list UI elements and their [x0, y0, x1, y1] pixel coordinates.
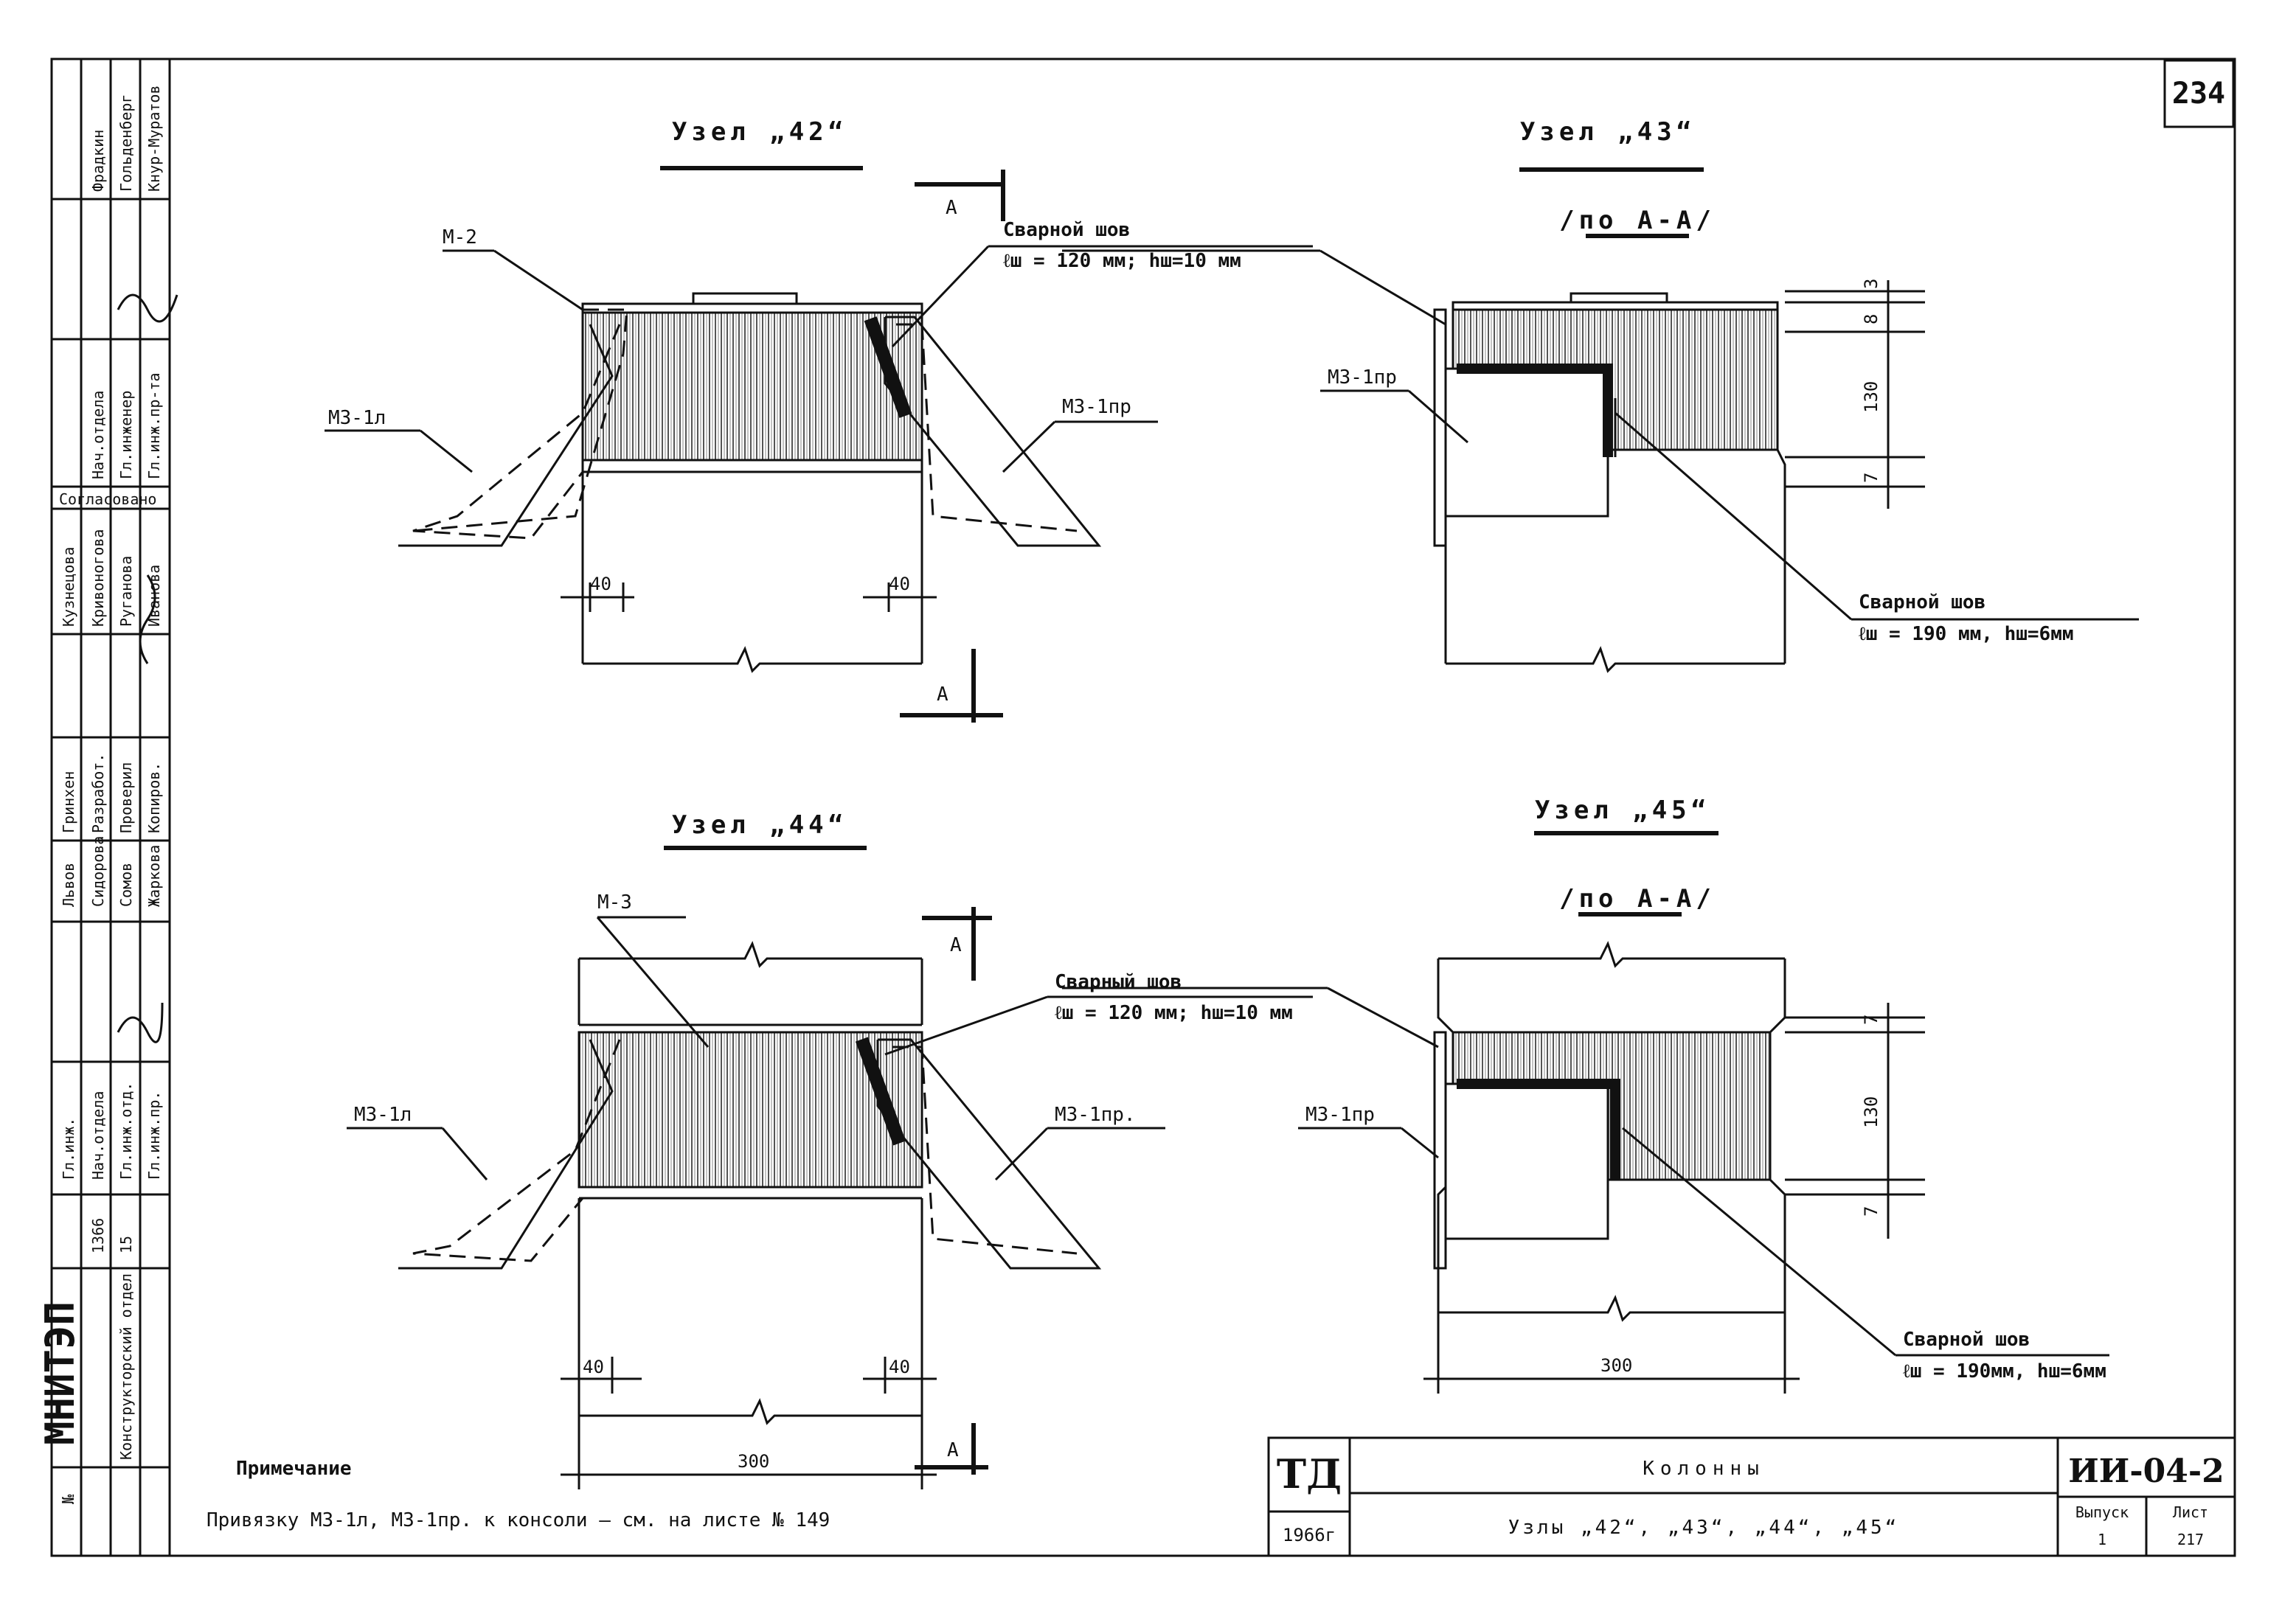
- node-44-section-top: А: [950, 934, 962, 956]
- svg-text:Гл.инж.пр.: Гл.инж.пр.: [145, 1091, 163, 1180]
- title-block-subject: Узлы „42“, „43“, „44“, „45“: [1508, 1517, 1900, 1539]
- svg-text:Львов: Львов: [60, 863, 77, 907]
- node-43-dim-3: 7: [1861, 473, 1881, 483]
- node-42-dim-right: 40: [889, 574, 910, 594]
- svg-text:Кузнецова: Кузнецова: [60, 547, 77, 627]
- title-block: ТД 1966г Колонны Узлы „42“, „43“, „44“, …: [1267, 1436, 2236, 1557]
- sheet-frame: [50, 58, 2236, 1557]
- approval-stamp: № МНИТЭП Конструкторский отдел 1366 15 Н…: [37, 59, 178, 1556]
- node-44-dim-right: 40: [889, 1357, 910, 1377]
- node-42-section-bottom: А: [937, 684, 948, 706]
- stamp-row-number: №: [60, 1495, 78, 1505]
- svg-text:15: 15: [117, 1236, 135, 1253]
- svg-text:Гл.инж.пр-та: Гл.инж.пр-та: [145, 373, 163, 480]
- note-text: Привязку М3-1л, М3-1пр. к консоли — см. …: [207, 1509, 830, 1531]
- title-block-logo: ТД: [1277, 1450, 1342, 1498]
- node-44-weld-spec: ℓш = 120 мм; hш=10 мм: [1055, 1002, 1293, 1024]
- svg-text:Сомов: Сомов: [117, 863, 135, 907]
- node-45-weld-title: Сварной шов: [1903, 1329, 2030, 1351]
- stamp-dept: Конструкторский отдел: [117, 1273, 135, 1460]
- node-42-section-top: А: [946, 197, 957, 219]
- svg-text:Нач.отдела: Нач.отдела: [89, 391, 107, 479]
- svg-text:Кнур-Муратов: Кнур-Муратов: [145, 86, 163, 192]
- signature-mark: [139, 574, 156, 664]
- title-block-issue-label: Выпуск: [2075, 1503, 2129, 1521]
- node-45-title: Узел „45“: [1535, 796, 1710, 825]
- node-42-weld-spec: ℓш = 120 мм; hш=10 мм: [1003, 250, 1241, 272]
- node-42-label-m31l: М3-1л: [328, 407, 386, 429]
- node-45-dim-width: 300: [1600, 1355, 1632, 1376]
- node-44-label-m3: М-3: [597, 891, 632, 914]
- signature-mark: [117, 1002, 164, 1043]
- title-block-sheet: 217: [2177, 1531, 2204, 1548]
- node-42-weld-title: Сварной шов: [1003, 219, 1130, 241]
- node-43-weld-title: Сварной шов: [1859, 591, 1985, 613]
- node-44-label-m31pr: М3-1пр.: [1055, 1104, 1136, 1126]
- node-43-title: Узел „43“: [1520, 117, 1696, 147]
- node-43-drawing: Узел „43“ /по А-А/ М3-1пр Сварной шов ℓш…: [1062, 117, 2139, 673]
- svg-text:Руганова: Руганова: [117, 556, 135, 627]
- node-42-drawing: Узел „42“ М-2 М3-1л М3-1пр Сварной шов ℓ…: [325, 117, 1313, 723]
- svg-text:Проверил: Проверил: [117, 762, 135, 833]
- title-block-code: ИИ-04-2: [2068, 1453, 2224, 1490]
- node-42-dim-left: 40: [590, 574, 611, 594]
- node-45-label-m31pr: М3-1пр: [1305, 1104, 1375, 1126]
- node-43-subtitle: /по А-А/: [1559, 206, 1716, 235]
- stamp-order: 1366: [89, 1218, 107, 1253]
- node-42-title: Узел „42“: [672, 117, 847, 147]
- node-43-dim-2: 130: [1861, 381, 1881, 413]
- node-45-dim-1: 130: [1861, 1096, 1881, 1128]
- node-42-label-m2: М-2: [443, 226, 477, 248]
- svg-text:Разработ.: Разработ.: [89, 754, 107, 833]
- node-44-weld-title: Сварный шов: [1055, 971, 1182, 993]
- title-block-sheet-label: Лист: [2173, 1503, 2208, 1521]
- signature-mark: [117, 293, 178, 323]
- title-block-name: Колонны: [1643, 1458, 1765, 1480]
- node-45-dim-0: 7: [1861, 1015, 1881, 1025]
- node-43-dim-1: 8: [1861, 314, 1881, 324]
- node-44-section-bottom: А: [947, 1439, 959, 1461]
- stamp-org: МНИТЭП: [37, 1301, 83, 1445]
- node-45-drawing: Узел „45“ /по А-А/ М3-1пр Сварной шов ℓш…: [1062, 796, 2109, 1394]
- node-45-subtitle: /по А-А/: [1559, 884, 1716, 914]
- svg-text:Гольденберг: Гольденберг: [117, 94, 135, 192]
- node-44-dim-width: 300: [738, 1451, 769, 1472]
- note-heading: Примечание: [236, 1458, 352, 1480]
- node-45-weld-spec: ℓш = 190мм, hш=6мм: [1903, 1360, 2106, 1382]
- title-block-year: 1966г: [1283, 1525, 1336, 1545]
- node-45-dim-2: 7: [1861, 1206, 1881, 1217]
- node-43-dim-0: 3: [1861, 279, 1881, 289]
- svg-text:Гл.инженер: Гл.инженер: [117, 391, 135, 479]
- node-44-label-m31l: М3-1л: [354, 1104, 412, 1126]
- node-44-dim-left: 40: [583, 1357, 604, 1377]
- node-43-label-m31pr: М3-1пр: [1328, 366, 1397, 389]
- node-44-drawing: Узел „44“ М-3 М3-1л М3-1пр. Сварный шов …: [347, 810, 1313, 1489]
- node-44-title: Узел „44“: [672, 810, 847, 840]
- svg-text:Гл.инж.отд.: Гл.инж.отд.: [117, 1082, 135, 1180]
- svg-text:Фрадкин: Фрадкин: [89, 130, 107, 192]
- svg-text:Копиров.: Копиров.: [145, 762, 163, 833]
- sheet-number: 234: [2172, 77, 2225, 111]
- svg-text:Кривоногова: Кривоногова: [89, 529, 107, 627]
- node-42-label-m31pr: М3-1пр: [1062, 396, 1131, 418]
- svg-text:Сидорова: Сидорова: [89, 836, 107, 907]
- sheet-number-box: [2163, 59, 2235, 128]
- svg-text:Жаркова: Жаркова: [145, 845, 163, 907]
- title-block-issue: 1: [2098, 1531, 2106, 1548]
- svg-text:Нач.отдела: Нач.отдела: [89, 1091, 107, 1180]
- svg-text:Гринхен: Гринхен: [60, 771, 77, 833]
- svg-text:Гл.инж.: Гл.инж.: [60, 1118, 77, 1180]
- stamp-agreed: Согласовано: [59, 490, 156, 508]
- node-43-weld-spec: ℓш = 190 мм, hш=6мм: [1859, 623, 2074, 645]
